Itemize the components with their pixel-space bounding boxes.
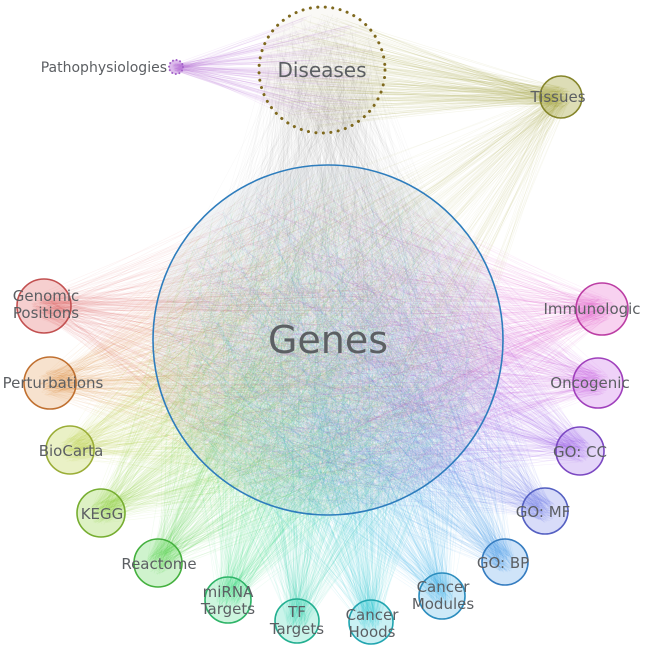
node-reactome[interactable] [133, 538, 183, 588]
node-tissues[interactable] [539, 75, 583, 119]
node-cancer_modules[interactable] [418, 572, 466, 620]
node-label-go_mf: GO: MF [516, 503, 571, 521]
node-tf_targets[interactable] [274, 598, 320, 644]
edge-bundle-cancer_hoods-genes [158, 177, 478, 633]
node-mirna_targets[interactable] [204, 576, 252, 624]
node-go_bp[interactable] [481, 538, 529, 586]
edge-layer [30, 13, 615, 633]
label-layer: Genes Diseases PathophysiologiesTissuesGen… [3, 58, 641, 641]
node-label-pathophysiologies: Pathophysiologies [41, 60, 167, 76]
node-label-tissues: Tissues [529, 88, 585, 106]
node-label-perturbations: Perturbations [3, 374, 104, 392]
node-layer [16, 5, 629, 645]
edge-bundle-cancer_modules-genes [160, 174, 497, 608]
edge-bundle-tf_targets-genes [161, 178, 498, 632]
edge-bundle-mirna_targets-genes [161, 174, 493, 612]
node-label-kegg: KEGG [81, 505, 124, 523]
node-label-biocarta: BioCarta [39, 442, 104, 460]
edge-bundle-genomic_positions-genes [30, 182, 495, 510]
node-kegg[interactable] [76, 488, 126, 538]
edge-bundle-reactome-genes [146, 173, 478, 575]
edge-bundle-biocarta-genes [58, 178, 494, 501]
node-oncogenic[interactable] [572, 357, 624, 409]
node-label-oncogenic: Oncogenic [550, 374, 629, 392]
node-immunologic[interactable] [575, 282, 629, 336]
node-genomic_positions[interactable] [16, 278, 72, 334]
edge-bundle-perturbations-genes [36, 173, 497, 505]
edge-bundle-tissues-diseases [265, 13, 571, 128]
node-label-reactome: Reactome [121, 555, 196, 573]
node-label-immunologic: Immunologic [543, 300, 640, 318]
edge-bundle-immunologic-genes [161, 181, 615, 502]
edge-bundle-diseases-genes [161, 14, 496, 510]
node-label-go_cc: GO: CC [553, 443, 607, 461]
node-label-go_bp: GO: BP [477, 554, 529, 572]
node-label-diseases: Diseases [277, 58, 366, 82]
edge-bundle-go_cc-genes [161, 175, 592, 495]
edge-bundle-go_bp-genes [163, 174, 516, 573]
node-pathophysiologies[interactable] [168, 59, 184, 75]
edge-bundle-pathophysiologies-diseases [171, 15, 373, 126]
node-go_mf[interactable] [521, 487, 569, 535]
edge-bundle-tissues-genes [171, 86, 571, 499]
edge-bundle-kegg-genes [89, 172, 487, 525]
node-perturbations[interactable] [23, 356, 77, 410]
node-biocarta[interactable] [45, 425, 95, 475]
edge-bundle-go_mf-genes [163, 174, 557, 523]
node-go_cc[interactable] [555, 426, 605, 476]
node-diseases[interactable] [257, 5, 387, 135]
node-cancer_hoods[interactable] [348, 599, 394, 645]
node-genes[interactable] [152, 164, 504, 516]
node-label-genes: Genes [268, 318, 388, 362]
